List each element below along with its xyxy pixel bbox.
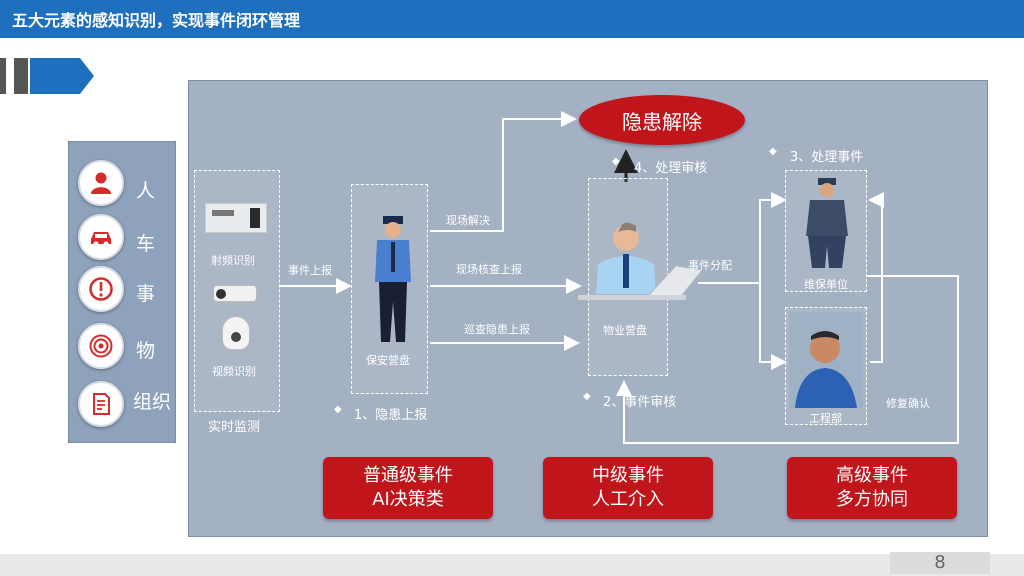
flow-label-onsite-verify: 现场核查上报 [456, 263, 522, 276]
property-caption: 物业营盘 [603, 324, 647, 337]
level-high-box: 高级事件 多方协同 [787, 457, 957, 519]
level-medium-box: 中级事件 人工介入 [543, 457, 713, 519]
level-medium-title: 中级事件 [592, 465, 664, 486]
camera-image [213, 285, 257, 302]
flow-label-event-report: 事件上报 [288, 264, 332, 277]
flow-label-onsite-solve: 现场解决 [446, 214, 490, 227]
level-normal-subtitle: AI决策类 [372, 489, 444, 510]
diamond-icon: ◆ [769, 146, 777, 157]
level-high-title: 高级事件 [836, 465, 908, 486]
level-medium-subtitle: 人工介入 [592, 489, 664, 510]
rfid-reader-image [205, 203, 267, 233]
decor-arrow [30, 58, 94, 94]
person-icon [78, 160, 124, 206]
flow-label-patrol-report: 巡查隐患上报 [464, 323, 530, 336]
step-report-label: 1、隐患上报 [354, 408, 428, 423]
footer-bar [0, 554, 1024, 576]
engineer-image [789, 312, 863, 408]
engineering-caption: 工程部 [809, 412, 842, 425]
element-label-car: 车 [136, 233, 156, 255]
resolve-node: 隐患解除 [579, 95, 745, 145]
alert-icon [78, 266, 124, 312]
page-title: 五大元素的感知识别，实现事件闭环管理 [12, 11, 301, 30]
document-icon [78, 381, 124, 427]
diamond-icon: ◆ [612, 156, 620, 167]
level-high-subtitle: 多方协同 [836, 489, 908, 510]
security-guard-image [371, 212, 415, 348]
step-review-label: 4、处理审核 [634, 161, 708, 176]
target-icon [78, 323, 124, 369]
step-process-label: 3、处理事件 [790, 150, 864, 165]
security-caption: 保安营盘 [366, 354, 410, 367]
diamond-icon: ◆ [583, 391, 591, 402]
car-icon [78, 214, 124, 260]
decor-bar [0, 58, 6, 94]
property-manager-image [578, 218, 703, 304]
dome-camera-image [222, 316, 250, 350]
flow-label-dispatch: 事件分配 [688, 259, 732, 272]
header-bar [0, 0, 1024, 38]
maintenance-worker-image [798, 176, 856, 270]
element-label-object: 物 [136, 340, 156, 362]
maintenance-caption: 维保单位 [804, 278, 848, 291]
video-label: 视频识别 [212, 365, 256, 378]
decor-bar [14, 58, 28, 94]
level-normal-box: 普通级事件 AI决策类 [323, 457, 493, 519]
diamond-icon: ◆ [334, 404, 342, 415]
rfid-label: 射频识别 [211, 254, 255, 267]
element-label-person: 人 [136, 180, 156, 202]
page-number: 8 [890, 552, 990, 574]
level-normal-title: 普通级事件 [363, 465, 453, 486]
element-label-organization: 组织 [133, 391, 172, 413]
step-audit-label: 2、事件审核 [603, 395, 677, 410]
element-label-event: 事 [136, 283, 156, 305]
flow-label-repair-confirm: 修复确认 [886, 397, 930, 410]
monitor-caption: 实时监测 [208, 420, 261, 435]
